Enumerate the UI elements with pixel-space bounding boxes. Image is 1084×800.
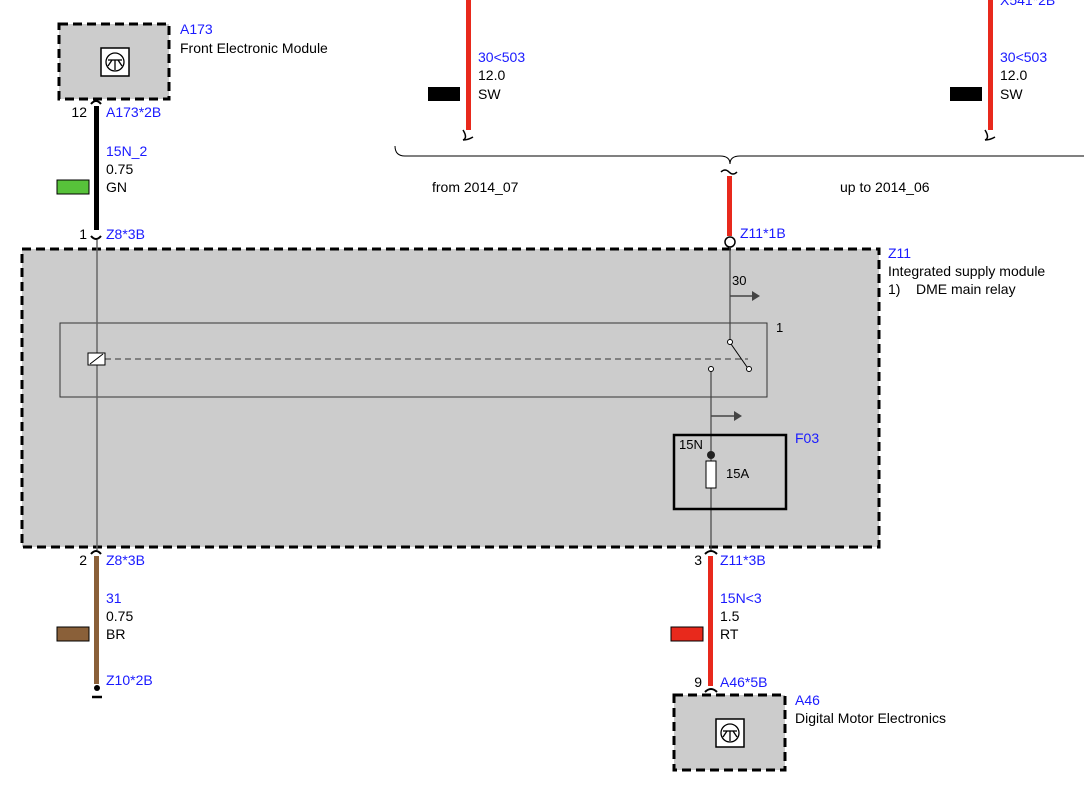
wire-31-gauge: 0.75 — [106, 608, 133, 624]
wire-15n2-color: GN — [106, 179, 127, 195]
swatch-black-left — [428, 87, 460, 101]
a173-ecu-icon — [105, 52, 125, 72]
arrow-30-head — [752, 291, 760, 301]
a46-pin: 9 — [694, 674, 702, 690]
z11-name: Integrated supply module — [888, 263, 1045, 279]
z8-bottom-hook — [90, 550, 102, 555]
a46-name: Digital Motor Electronics — [795, 710, 946, 726]
variant-left-label: from 2014_07 — [432, 179, 519, 195]
z11-bottom-hook — [704, 550, 718, 555]
z8-top-name: Z8*3B — [106, 226, 145, 242]
wire-top-right-gauge: 12.0 — [1000, 67, 1027, 83]
z11-bottom-pin: 3 — [694, 552, 702, 568]
swatch-red — [670, 626, 704, 642]
fuse-id: F03 — [795, 430, 819, 446]
swatch-green — [56, 179, 90, 195]
a173-pin-hook — [90, 100, 102, 105]
relay-contact-top — [727, 339, 733, 345]
relay-terminal-30: 30 — [732, 273, 746, 288]
z11-module-box — [20, 247, 881, 549]
relay-coil-slash — [89, 353, 104, 365]
z8-top-pin: 1 — [79, 226, 87, 242]
wire-15n3-gauge: 1.5 — [720, 608, 740, 624]
variant-right-label: up to 2014_06 — [840, 179, 930, 195]
a46-pin-hook — [704, 688, 718, 693]
wire-top-left-signal: 30<503 — [478, 49, 525, 65]
wire-15n3 — [708, 556, 713, 686]
fuse-box — [672, 433, 788, 511]
ground-name: Z10*2B — [106, 672, 153, 688]
variant-brace — [394, 145, 1084, 165]
relay-contact-right — [746, 366, 752, 372]
a46-id: A46 — [795, 692, 820, 708]
wire-top-left-hook — [462, 129, 474, 141]
wire-15n2-gauge: 0.75 — [106, 161, 133, 177]
z11-bottom-name: Z11*3B — [720, 552, 766, 568]
a173-pin: 12 — [71, 104, 87, 120]
wire-15n3-color: RT — [720, 626, 739, 642]
wire-31 — [94, 556, 99, 684]
z8-top-hook — [90, 235, 102, 240]
wire-top-left — [466, 0, 471, 130]
a173-id: A173 — [180, 21, 213, 37]
wire-top-right-color: SW — [1000, 86, 1023, 102]
wire-top-left-color: SW — [478, 86, 501, 102]
wire-top-right-signal: 30<503 — [1000, 49, 1047, 65]
a46-ecu-icon — [720, 723, 740, 743]
a173-connector: A173*2B — [106, 104, 161, 120]
wire-top-right-connector: X541*2B — [1000, 0, 1055, 8]
relay-contact-out — [708, 366, 714, 372]
relay-box — [59, 322, 768, 398]
fuse-node — [707, 451, 715, 459]
relay-label: 1 — [776, 320, 783, 335]
swatch-black-right — [950, 87, 982, 101]
z11-id: Z11 — [888, 245, 911, 261]
wire-top-right — [988, 0, 993, 130]
fuse-terminal: 15N — [679, 437, 703, 452]
z11-top-connector: Z11*1B — [740, 225, 786, 241]
relay-switch-blade — [730, 343, 748, 368]
swatch-brown — [56, 626, 90, 642]
a46-connector: A46*5B — [720, 674, 767, 690]
wire-z11-top — [727, 176, 732, 236]
wire-31-color: BR — [106, 626, 125, 642]
z11-note-text: DME main relay — [916, 281, 1016, 297]
z11-note-num: 1) — [888, 281, 900, 297]
wire-top-left-gauge: 12.0 — [478, 67, 505, 83]
fuse-rating: 15A — [726, 466, 749, 481]
arrow-15n-head — [734, 411, 742, 421]
fuse-element — [705, 460, 717, 489]
wire-top-right-hook — [984, 129, 996, 141]
z8-bottom-name: Z8*3B — [106, 552, 145, 568]
z11-top-pin — [724, 236, 736, 248]
a173-name: Front Electronic Module — [180, 40, 328, 56]
wire-15n2-signal: 15N_2 — [106, 143, 147, 159]
wire-15n3-signal: 15N<3 — [720, 590, 762, 606]
z8-bottom-pin: 2 — [79, 552, 87, 568]
wire-15n2 — [94, 106, 99, 230]
z11-top-squiggle — [720, 169, 738, 175]
ground-dot — [94, 685, 100, 691]
wire-31-signal: 31 — [106, 590, 122, 606]
